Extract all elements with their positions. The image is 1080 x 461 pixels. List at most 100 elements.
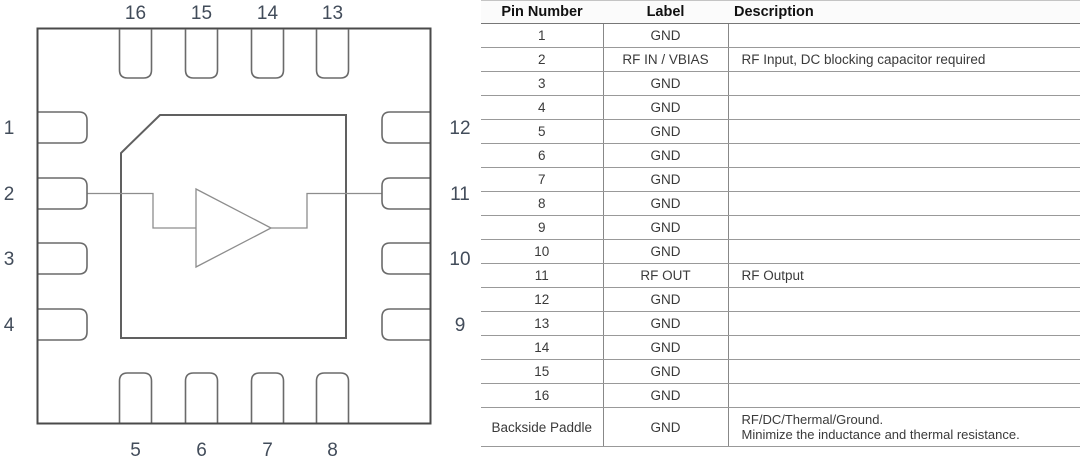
table-row-backside-paddle: Backside Paddle GND RF/DC/Thermal/Ground…: [481, 407, 1080, 447]
table-row-pin-14: 14 GND: [481, 335, 1080, 360]
pin-number-cell: Backside Paddle: [481, 407, 604, 447]
table-row-pin-11: 11 RF OUT RF Output: [481, 263, 1080, 288]
label-cell: GND: [603, 23, 729, 48]
label-cell: GND: [603, 71, 729, 96]
pin-number-cell: 8: [481, 191, 604, 216]
description-cell: [728, 359, 1080, 384]
table-row-pin-16: 16 GND: [481, 383, 1080, 408]
pin-number-label-12: 12: [449, 118, 470, 139]
pin-pad-12: [381, 111, 430, 144]
pin-number-cell: 10: [481, 239, 604, 264]
header-pin-number: Pin Number: [481, 0, 603, 24]
pin-number-label-7: 7: [262, 440, 273, 461]
table-row-pin-15: 15 GND: [481, 359, 1080, 384]
pin-number-cell: 14: [481, 335, 604, 360]
pin-number-cell: 3: [481, 71, 604, 96]
description-cell: RF/DC/Thermal/Ground. Minimize the induc…: [728, 407, 1080, 447]
bottom-pin-pads: [118, 372, 350, 423]
pin-pad-7: [250, 372, 285, 423]
table-row-pin-10: 10 GND: [481, 239, 1080, 264]
pin-pad-15: [184, 29, 219, 79]
header-label: Label: [603, 0, 728, 24]
pin-number-label-14: 14: [257, 3, 279, 24]
pin-number-label-1: 1: [4, 118, 15, 139]
pin-number-cell: 5: [481, 119, 604, 144]
pin-number-cell: 6: [481, 143, 604, 168]
description-line-2: Minimize the inductance and thermal resi…: [741, 427, 1020, 442]
description-cell: [728, 215, 1080, 240]
pin-pad-11: [381, 177, 430, 210]
description-cell: [728, 239, 1080, 264]
table-row-pin-13: 13 GND: [481, 311, 1080, 336]
pin-pad-8: [315, 372, 350, 423]
package-diagram: 16 15 14 13 1 2 3 4 12 11 10 9 5 6 7 8: [0, 0, 487, 461]
label-cell: GND: [603, 167, 729, 192]
pin-pad-9: [381, 308, 430, 341]
pin-pad-13: [315, 29, 350, 79]
table-row-pin-6: 6 GND: [481, 143, 1080, 168]
description-cell: [728, 167, 1080, 192]
pin-number-cell: 2: [481, 47, 604, 72]
pin-number-label-16: 16: [125, 3, 146, 24]
table-row-pin-5: 5 GND: [481, 119, 1080, 144]
input-wire: [87, 192, 196, 229]
table-row-pin-8: 8 GND: [481, 191, 1080, 216]
pin-pad-1: [38, 111, 88, 144]
pin-pad-5: [118, 372, 153, 423]
description-cell: [728, 23, 1080, 48]
description-cell: [728, 95, 1080, 120]
pin-number-label-2: 2: [4, 184, 15, 205]
pin-number-cell: 1: [481, 23, 604, 48]
pin-number-label-5: 5: [130, 440, 141, 461]
pin-pad-6: [184, 372, 219, 423]
table-row-pin-12: 12 GND: [481, 287, 1080, 312]
pin-pad-10: [381, 242, 430, 275]
table-row-pin-9: 9 GND: [481, 215, 1080, 240]
description-cell: RF Output: [728, 263, 1080, 288]
table-row-pin-3: 3 GND: [481, 71, 1080, 96]
label-cell: GND: [603, 407, 729, 447]
pin-number-label-13: 13: [322, 3, 343, 24]
table-row-pin-7: 7 GND: [481, 167, 1080, 192]
pin-number-label-11: 11: [450, 184, 470, 205]
pin-number-label-9: 9: [455, 315, 466, 336]
pin-number-cell: 13: [481, 311, 604, 336]
right-pin-pads: [381, 111, 430, 341]
pin-number-label-15: 15: [191, 3, 212, 24]
label-cell: GND: [603, 119, 729, 144]
pin-number-labels: 16 15 14 13 1 2 3 4 12 11 10 9 5 6 7 8: [4, 3, 471, 461]
description-cell: [728, 287, 1080, 312]
label-cell: GND: [603, 95, 729, 120]
label-cell: GND: [603, 359, 729, 384]
pin-number-label-10: 10: [449, 249, 470, 270]
label-cell: GND: [603, 215, 729, 240]
label-cell: GND: [603, 335, 729, 360]
description-cell: RF Input, DC blocking capacitor required: [728, 47, 1080, 72]
pin-number-cell: 12: [481, 287, 604, 312]
package-diagram-svg: 16 15 14 13 1 2 3 4 12 11 10 9 5 6 7 8: [4, 3, 471, 461]
description-cell: [728, 71, 1080, 96]
label-cell: RF IN / VBIAS: [603, 47, 729, 72]
table-header-row: Pin Number Label Description: [481, 0, 1080, 24]
description-cell: [728, 143, 1080, 168]
label-cell: RF OUT: [603, 263, 729, 288]
table-row-pin-4: 4 GND: [481, 95, 1080, 120]
label-cell: GND: [603, 239, 729, 264]
pin-number-cell: 4: [481, 95, 604, 120]
left-pin-pads: [38, 111, 88, 341]
pin-number-cell: 11: [481, 263, 604, 288]
pin-pad-2: [38, 177, 88, 210]
amplifier-triangle-icon: [195, 187, 273, 269]
header-description: Description: [728, 0, 1080, 24]
label-cell: GND: [603, 311, 729, 336]
pin-pad-3: [38, 242, 88, 275]
pin-pad-16: [118, 29, 153, 79]
pin-number-cell: 7: [481, 167, 604, 192]
die-outline: [120, 114, 347, 339]
description-cell: [728, 335, 1080, 360]
table-row-pin-2: 2 RF IN / VBIAS RF Input, DC blocking ca…: [481, 47, 1080, 72]
pin-number-label-4: 4: [4, 315, 15, 336]
description-cell: [728, 383, 1080, 408]
pin-pad-14: [250, 29, 285, 79]
